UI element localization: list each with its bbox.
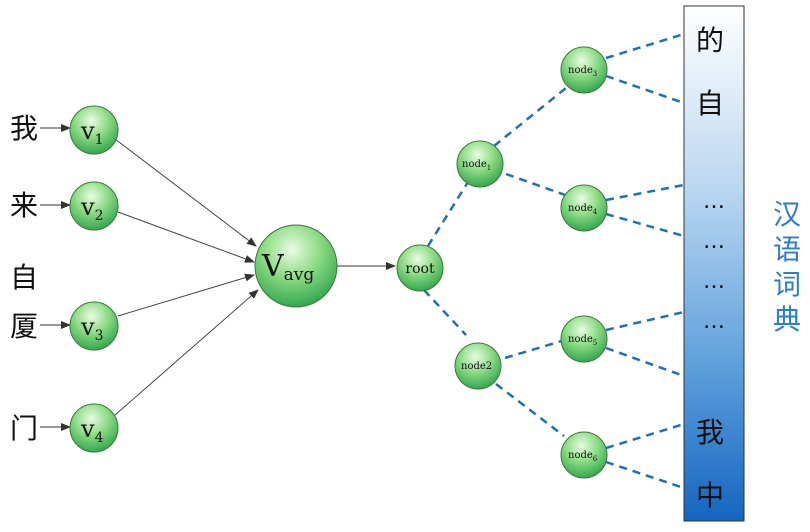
node3-sub: 3	[593, 70, 597, 78]
vector-node-v1: v1	[69, 105, 119, 155]
edge-node6-leaf7	[605, 422, 685, 450]
node5-base: node	[568, 334, 593, 345]
dictionary-label: 汉 语 词 典	[773, 198, 801, 336]
tree-node-3: node3	[560, 46, 608, 94]
svg-text:node3: node3	[568, 65, 597, 78]
arrow-v3-avg	[117, 273, 255, 317]
tree-node-4: node4	[560, 184, 608, 232]
node3-base: node	[568, 65, 593, 76]
node2-sub: 2	[486, 361, 492, 372]
v4-base: v	[80, 415, 95, 443]
input-words: 我 来 自 厦 门	[10, 112, 38, 445]
vector-node-v4: v4	[69, 403, 119, 453]
svg-text:node4: node4	[568, 203, 598, 216]
v4-sub: 4	[95, 430, 104, 446]
svg-text:node5: node5	[568, 334, 597, 347]
dict-entry-4: …	[703, 229, 725, 254]
tree-node-2: node2	[454, 342, 502, 390]
dict-entry-3: …	[703, 189, 725, 214]
input-word-5: 门	[10, 412, 38, 445]
node4-base: node	[568, 203, 593, 214]
dict-entry-6: …	[703, 309, 725, 334]
root-label: root	[405, 261, 435, 277]
dict-label-char-4: 典	[773, 303, 801, 336]
dictionary-entries: 的 自 … … … … 我 中	[696, 24, 725, 512]
dict-label-char-1: 汉	[773, 198, 801, 231]
dictionary-bar	[683, 5, 745, 522]
vector-to-avg-arrows	[114, 138, 259, 416]
v3-sub: 3	[95, 328, 104, 344]
node2-base: node	[461, 361, 486, 372]
edge-node2-node5	[504, 338, 566, 360]
svg-text:node2: node2	[461, 361, 492, 372]
dict-label-char-2: 语	[773, 233, 801, 266]
dict-entry-1: 的	[696, 24, 724, 57]
edge-root-node2	[423, 289, 467, 336]
input-word-4: 厦	[10, 310, 38, 343]
dict-entry-7: 我	[696, 416, 724, 449]
edge-node4-leaf3	[605, 183, 685, 202]
dict-entry-5: …	[703, 269, 725, 294]
root-node: root	[396, 244, 444, 292]
edge-node6-leaf8	[605, 460, 685, 490]
tree-node-5: node5	[560, 315, 608, 363]
svg-text:node1: node1	[462, 159, 491, 172]
dict-entry-8: 中	[696, 479, 724, 512]
tree-nodes: node1 node2 node3 node4 node5 node6	[454, 46, 608, 479]
edge-node5-leaf5	[605, 310, 685, 332]
svg-text:v4: v4	[80, 415, 104, 446]
edge-node4-leaf4	[605, 212, 685, 238]
svg-text:v1: v1	[80, 117, 103, 148]
v1-sub: 1	[95, 132, 104, 148]
tree-node-1: node1	[456, 140, 504, 188]
node6-base: node	[568, 450, 593, 461]
vector-node-v2: v2	[69, 181, 119, 231]
vector-nodes: v1 v2 v3 v4	[69, 105, 119, 453]
arrow-v1-avg	[114, 138, 257, 247]
input-word-1: 我	[10, 112, 38, 145]
word-to-vector-arrows	[40, 124, 71, 431]
avg-vector-node: Vavg	[254, 224, 338, 308]
node1-base: node	[462, 159, 487, 170]
svg-text:Vavg: Vavg	[261, 249, 314, 285]
edge-node3-leaf2	[605, 74, 685, 105]
edge-node5-leaf6	[605, 346, 685, 378]
tree-node-6: node6	[560, 431, 608, 479]
v2-sub: 2	[95, 208, 104, 224]
avg-base: V	[261, 249, 285, 284]
v3-base: v	[80, 313, 95, 341]
node6-sub: 6	[593, 455, 598, 463]
v1-base: v	[80, 117, 95, 145]
vector-node-v3: v3	[69, 301, 119, 351]
node1-sub: 1	[487, 164, 491, 172]
dict-label-char-3: 词	[773, 268, 801, 301]
input-word-2: 来	[10, 189, 38, 222]
node5-sub: 5	[593, 339, 597, 347]
v2-base: v	[80, 193, 95, 221]
edge-node1-node3	[493, 87, 567, 147]
node4-sub: 4	[593, 208, 598, 216]
tree-edges	[423, 32, 685, 490]
edge-node3-leaf1	[605, 32, 685, 60]
svg-text:node6: node6	[568, 450, 598, 463]
arrow-v2-avg	[117, 211, 255, 263]
arrow-v4-avg	[114, 289, 259, 416]
edge-root-node1	[426, 181, 470, 247]
dict-entry-2: 自	[696, 87, 724, 120]
edge-node2-node6	[495, 383, 565, 437]
avg-sub: avg	[284, 265, 315, 285]
svg-text:v2: v2	[80, 193, 103, 224]
edge-node1-node4	[505, 172, 569, 198]
input-word-3: 自	[10, 261, 38, 294]
svg-text:v3: v3	[80, 313, 103, 344]
